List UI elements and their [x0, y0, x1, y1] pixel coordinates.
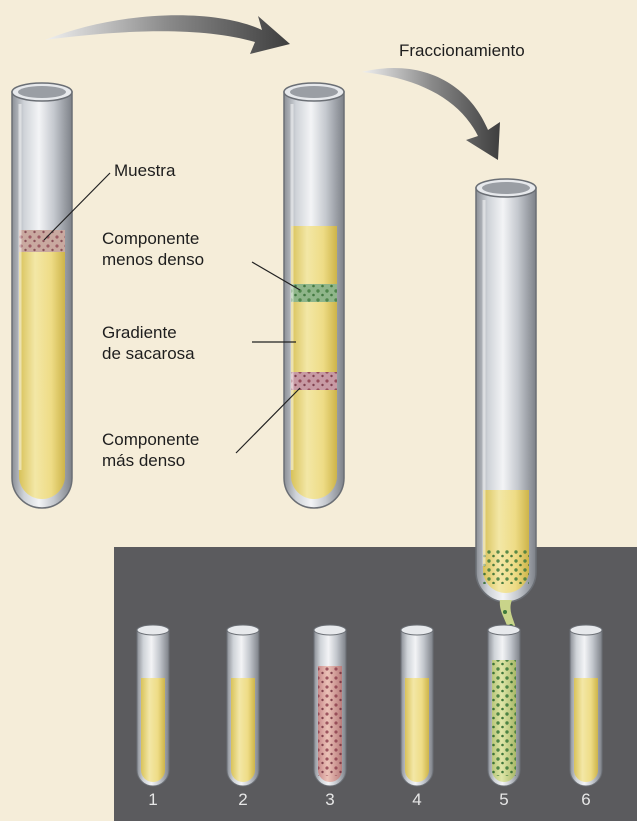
- fraction-number-2: 2: [233, 790, 253, 810]
- fraction-number-6: 6: [576, 790, 596, 810]
- fraction-number-1: 1: [143, 790, 163, 810]
- fraction-tube-5: [488, 625, 520, 786]
- fraction-tube-6: [570, 625, 602, 786]
- collection-panel: [114, 547, 637, 821]
- sample-label: Muestra: [114, 160, 175, 181]
- fractionation-label: Fraccionamiento: [399, 40, 525, 61]
- fraction-tube-4: [401, 625, 433, 786]
- fraction-tube-3: [314, 625, 346, 786]
- fraction-number-5: 5: [494, 790, 514, 810]
- tube-with-sample: [12, 83, 72, 508]
- fraction-tube-1: [137, 625, 169, 786]
- fraction-number-4: 4: [407, 790, 427, 810]
- gradient-label-line2: de sacarosa: [102, 343, 195, 364]
- arrow-to-fractionation: [362, 68, 500, 160]
- more-dense-label-line2: más denso: [102, 450, 185, 471]
- more-dense-label-line1: Componente: [102, 429, 199, 450]
- tube-centrifuged: [284, 83, 344, 508]
- gradient-label-line1: Gradiente: [102, 322, 177, 343]
- less-dense-label-line2: menos denso: [102, 249, 204, 270]
- tube-fractionation: [476, 179, 536, 640]
- arrow-to-centrifuged-tube: [45, 15, 290, 54]
- less-dense-label-line1: Componente: [102, 228, 199, 249]
- fraction-number-3: 3: [320, 790, 340, 810]
- fraction-tube-2: [227, 625, 259, 786]
